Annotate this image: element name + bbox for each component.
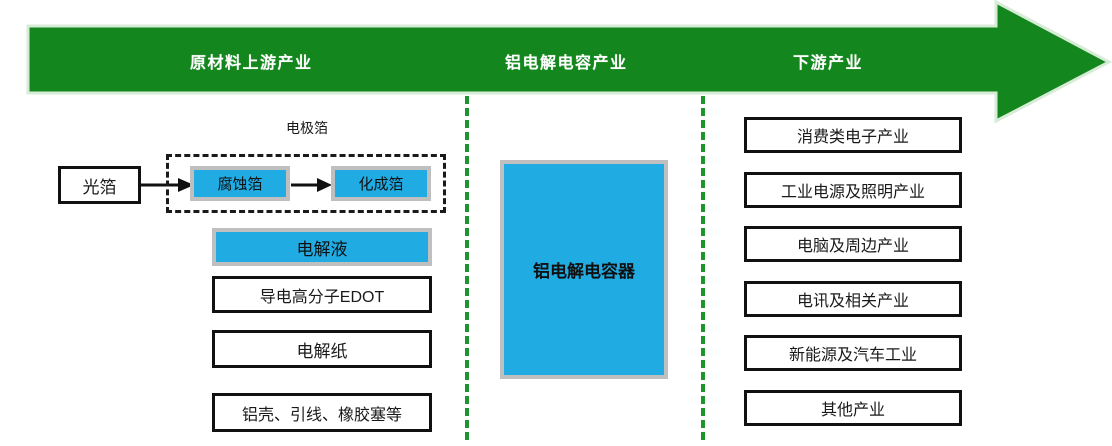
node-electrolyte[interactable]: 电解液: [212, 228, 432, 266]
node-fushibo[interactable]: 腐蚀箔: [190, 166, 290, 201]
node-other-industries[interactable]: 其他产业: [744, 390, 962, 426]
group-electrode-foil: [166, 154, 446, 213]
node-conductive-polymer-edot[interactable]: 导电高分子EDOT: [212, 276, 432, 313]
node-electrolytic-paper[interactable]: 电解纸: [212, 330, 432, 368]
node-guangbo[interactable]: 光箔: [58, 166, 141, 204]
column-divider-left: [465, 96, 469, 440]
banner-label-midstream: 铝电解电容产业: [505, 55, 628, 72]
node-computer-peripherals[interactable]: 电脑及周边产业: [744, 226, 962, 262]
node-industrial-power-lighting[interactable]: 工业电源及照明产业: [744, 172, 962, 208]
connector-arrow-fushibo-to-huachengbo: [291, 178, 332, 192]
node-huachengbo[interactable]: 化成箔: [331, 166, 431, 201]
node-aluminum-case-leads-rubber[interactable]: 铝壳、引线、橡胶塞等: [212, 393, 432, 432]
banner-label-upstream: 原材料上游产业: [190, 55, 313, 72]
label-electrode-foil: 电极箔: [286, 120, 328, 136]
node-new-energy-automotive[interactable]: 新能源及汽车工业: [744, 335, 962, 371]
green-arrow-shape: [26, 0, 1112, 124]
column-divider-right: [701, 96, 705, 440]
node-aluminum-electrolytic-capacitor[interactable]: 铝电解电容器: [500, 160, 668, 379]
node-telecom-related[interactable]: 电讯及相关产业: [744, 281, 962, 317]
connector-arrow-guangbo-to-fushibo: [140, 178, 194, 192]
banner-label-downstream: 下游产业: [793, 55, 864, 72]
header-arrow-banner: 原材料上游产业 铝电解电容产业 下游产业: [0, 0, 1112, 125]
node-consumer-electronics[interactable]: 消费类电子产业: [744, 117, 962, 153]
